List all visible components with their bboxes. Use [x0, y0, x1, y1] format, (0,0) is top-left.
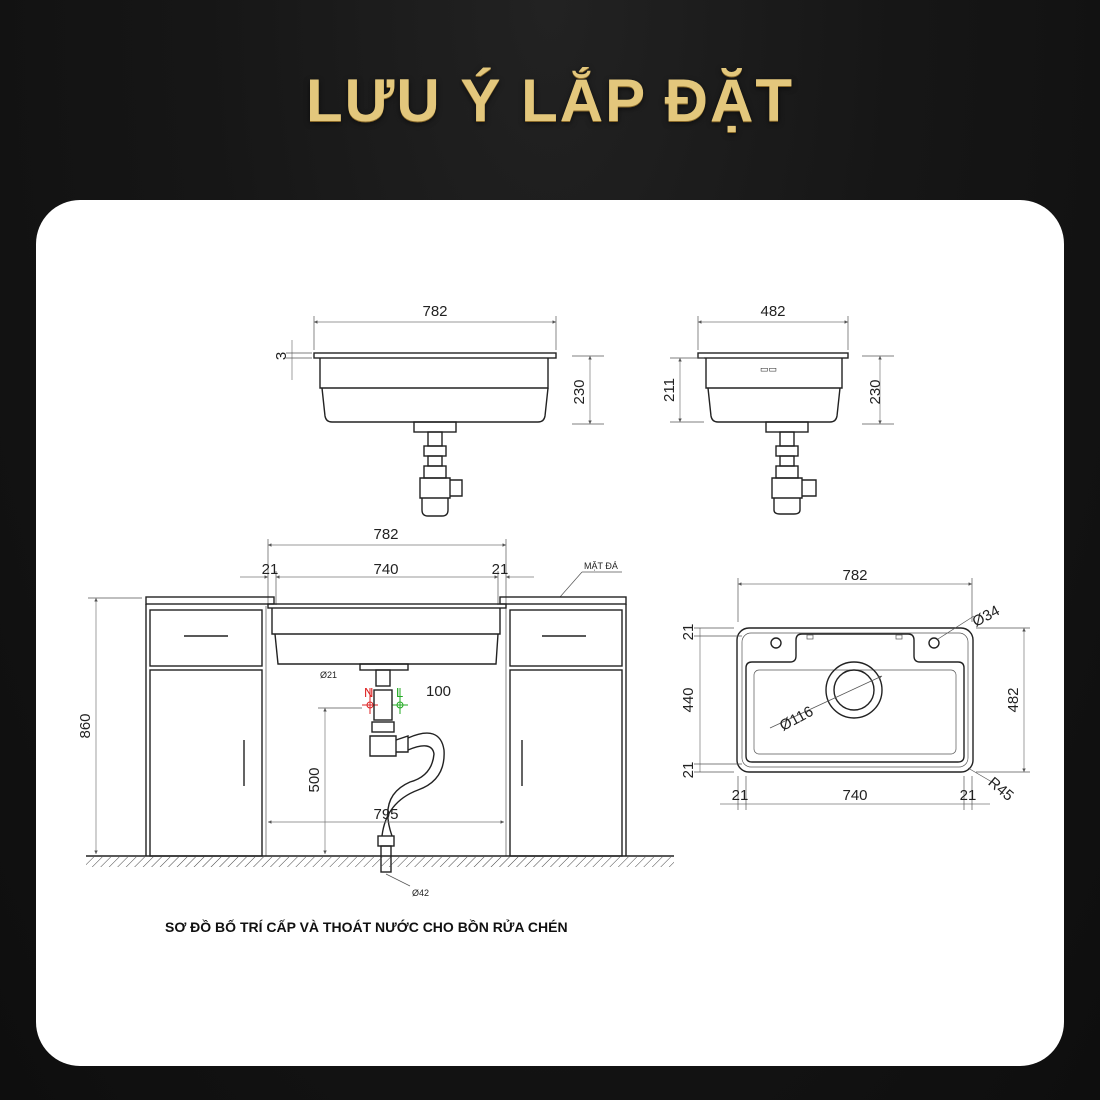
side-width-label: 482 — [760, 303, 785, 320]
top-inner-width-label: 740 — [842, 787, 867, 804]
inner-height-label: 440 — [680, 687, 697, 712]
cabinet-height-label: 860 — [77, 713, 94, 738]
corner-radius-label: R45 — [985, 774, 1017, 805]
supply-n-label: N — [364, 685, 373, 700]
cabinet-inner-label: 740 — [373, 561, 398, 578]
drain-hole-label: Ø116 — [777, 703, 816, 735]
front-width-label: 782 — [422, 303, 447, 320]
supply-gap-label: 100 — [426, 683, 451, 700]
side-depth-label: 230 — [867, 379, 884, 404]
cabinet-side-right-label: 21 — [492, 561, 509, 578]
side-inner-depth-label: 211 — [661, 378, 678, 402]
tap-hole-label: Ø34 — [970, 602, 1003, 630]
cabinet-side-left-label: 21 — [262, 561, 279, 578]
front-depth-label: 230 — [571, 379, 588, 404]
front-view: 782 3 230 — [273, 303, 604, 517]
cabinet-overall-label: 782 — [373, 526, 398, 543]
front-rim-label: 3 — [273, 352, 290, 360]
bottom-margin-label: 21 — [680, 762, 697, 779]
cabinet-elevation: 782 21 740 21 MẶT ĐÁ — [77, 526, 674, 898]
page-title: LƯU Ý LẮP ĐẶT — [305, 67, 794, 134]
top-side-left-label: 21 — [732, 787, 749, 804]
sink-logo-mark: ▭▭ — [760, 364, 777, 374]
top-height-label: 482 — [1005, 687, 1022, 712]
diagram-caption: SƠ ĐỒ BỐ TRÍ CẤP VÀ THOÁT NƯỚC CHO BỒN R… — [165, 918, 568, 935]
top-view: 782 Ø116 Ø34 R45 21 440 21 482 — [680, 567, 1030, 810]
drain-dia-label: Ø42 — [412, 888, 429, 898]
drain-height-label: 500 — [306, 767, 323, 792]
top-side-right-label: 21 — [960, 787, 977, 804]
top-margin-label: 21 — [680, 624, 697, 641]
drain-width-label: 795 — [373, 806, 398, 823]
outlet-dia-label: Ø21 — [320, 670, 337, 680]
side-view: 482 ▭▭ 211 230 — [661, 303, 894, 515]
top-width-label: 782 — [842, 567, 867, 584]
countertop-label: MẶT ĐÁ — [584, 561, 618, 571]
